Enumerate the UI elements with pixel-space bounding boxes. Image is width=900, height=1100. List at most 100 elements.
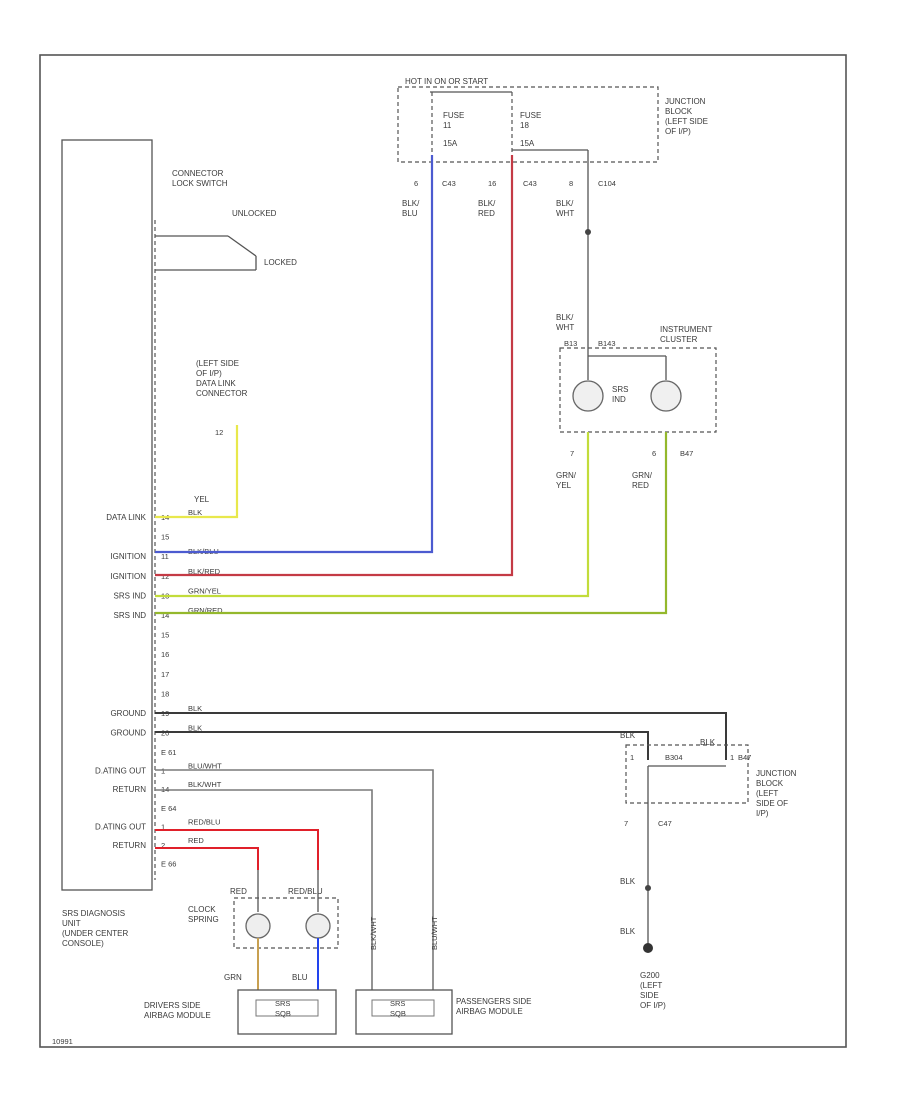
fuse-box-title: HOT IN ON OR START	[405, 77, 488, 86]
unit-pin-number: 20	[161, 729, 169, 738]
text-line: UNIT	[62, 919, 81, 928]
unit-pin-wire-color: RED	[188, 836, 204, 845]
wire-airbag-return-2	[155, 847, 259, 870]
wire-srs-ind-grn-yel	[155, 432, 590, 598]
text-line: SQB	[275, 1009, 291, 1018]
wire-ignition-blk-blu	[155, 155, 434, 554]
text-line: AIRBAG MODULE	[144, 1011, 211, 1020]
text-line: BLU	[402, 209, 418, 218]
unit-pin-number: 17	[161, 670, 169, 679]
clock-spring-coil-left	[245, 913, 271, 939]
drivers-module-box	[237, 989, 337, 1035]
text-line: CLUSTER	[660, 335, 698, 344]
text-line: WHT	[556, 209, 574, 218]
wire-airbag-out-1	[155, 769, 434, 990]
unit-pin-number: 16	[161, 650, 169, 659]
text-line: GRN/	[556, 471, 577, 480]
text-line: SRS	[612, 385, 628, 394]
unit-pin-wire-color: BLK/RED	[188, 567, 221, 576]
footer-code: 10991	[52, 1037, 73, 1046]
text-line: OF I/P)	[665, 127, 691, 136]
text-line: OF I/P)	[640, 1001, 666, 1010]
text-line: FUSE	[443, 111, 464, 120]
ground-wire-2: BLK	[620, 927, 636, 936]
ground-block-pin-out: 7	[624, 819, 628, 828]
text-line: DATA LINK	[196, 379, 236, 388]
ground-splice-dot	[645, 885, 651, 891]
text-line: BLOCK	[756, 779, 784, 788]
unit-pin-wire-color: GRN/YEL	[188, 586, 221, 595]
data-link-wire-color: YEL	[194, 495, 210, 504]
text-line: I/P)	[756, 809, 769, 818]
clock-spring-left-wire: GRN	[224, 973, 242, 982]
text-line: BLK/	[556, 199, 574, 208]
unit-pin-label: IGNITION	[110, 552, 146, 561]
text-line: CLOCK	[188, 905, 216, 914]
ground-block-fuse: B304	[665, 753, 683, 762]
text-line: 18	[520, 121, 529, 130]
clock-spring-left-top: RED	[230, 887, 247, 896]
text-line: BLK/	[556, 313, 574, 322]
text-line: PASSENGERS SIDE	[456, 997, 531, 1006]
ground-block-outline	[625, 744, 749, 804]
unit-pin-label: RETURN	[113, 785, 147, 794]
text-line: YEL	[556, 481, 572, 490]
passengers-module-box	[355, 989, 453, 1035]
text-line: IND	[612, 395, 626, 404]
unit-pin-number: 18	[161, 689, 169, 698]
unit-pin-label: SRS IND	[114, 611, 147, 620]
text-line: FUSE	[520, 111, 541, 120]
diagram-frame	[39, 54, 847, 1048]
text-line: AIRBAG MODULE	[456, 1007, 523, 1016]
unit-pin-wire-color: BLK	[188, 724, 202, 733]
unit-pin-wire-color: GRN/RED	[188, 606, 223, 615]
wire-ignition-blk-red	[155, 155, 514, 577]
cluster-conn-out: B47	[680, 449, 693, 458]
cluster-wire-out-2: GRN/RED	[632, 471, 653, 490]
text-line: DRIVERS SIDE	[144, 1001, 200, 1010]
srs-indicator-lamp-1	[572, 380, 604, 412]
wire-data-link-yellow	[155, 425, 239, 519]
fuse-18-rating: 15A	[520, 139, 535, 148]
text-line: LOCK SWITCH	[172, 179, 228, 188]
clock-spring-coil-right	[305, 913, 331, 939]
unit-pin-label: RETURN	[113, 841, 147, 850]
unit-pin-label: GROUND	[110, 729, 146, 738]
passenger-wire-2: BLU/WHT	[430, 916, 439, 950]
splice-2-pin: 16	[488, 179, 496, 188]
text-line: INSTRUMENT	[660, 325, 713, 334]
clock-spring-right-wire: BLU	[292, 973, 308, 982]
text-line: G200	[640, 971, 660, 980]
srs-indicator-lamp-2	[650, 380, 682, 412]
unit-pin-wire-color: BLK	[188, 508, 202, 517]
text-line: JUNCTION	[756, 769, 797, 778]
text-line: SQB	[390, 1009, 406, 1018]
unit-pin-label: SRS IND	[114, 591, 147, 600]
text-line: BLK/	[402, 199, 420, 208]
splice-2-wire: BLK/RED	[478, 199, 496, 218]
wire-airbag-return-1	[155, 789, 373, 990]
unit-pin-label: GROUND	[110, 709, 146, 718]
srs-unit-body	[61, 139, 153, 891]
text-line: (UNDER CENTER	[62, 929, 128, 938]
unit-pin-number: 14	[161, 611, 169, 620]
cluster-wire-in: BLK/WHT	[556, 313, 574, 332]
unit-pin-label: DATA LINK	[106, 513, 146, 522]
passenger-wire-1: BLK/WHT	[369, 916, 378, 950]
wire-airbag-out-2	[155, 829, 319, 870]
ground-block-pin: 1	[630, 753, 634, 762]
unit-pin-number: E 64	[161, 804, 176, 813]
text-line: (LEFT SIDE	[665, 117, 708, 126]
text-line: (LEFT	[756, 789, 778, 798]
cluster-wire-out-1: GRN/YEL	[556, 471, 577, 490]
